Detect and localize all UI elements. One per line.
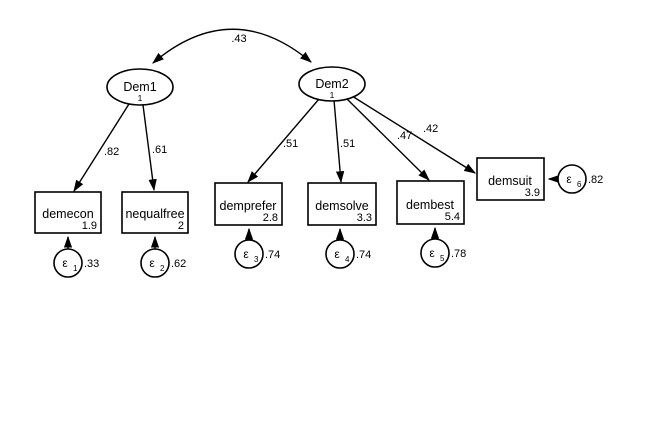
error-node-e3 xyxy=(234,239,264,269)
loading-label-demsuit: .42 xyxy=(423,123,438,135)
observed-name-demsuit: demsuit xyxy=(488,174,532,188)
error-node-e5 xyxy=(420,238,450,268)
observed-node-nequalfree xyxy=(121,191,189,234)
observed-intercept-demsuit: 3.9 xyxy=(525,187,540,199)
observed-intercept-dembest: 5.4 xyxy=(445,211,460,223)
loading-arrow-dembest xyxy=(345,97,430,181)
loading-arrow-demecon xyxy=(73,103,130,193)
loading-label-demprefer: .51 xyxy=(283,138,298,150)
observed-name-demprefer: demprefer xyxy=(220,199,277,213)
observed-intercept-demecon: 1.9 xyxy=(82,220,97,232)
observed-name-demecon: demecon xyxy=(42,207,93,221)
observed-name-nequalfree: nequalfree xyxy=(125,207,184,221)
error-variance-e3: .74 xyxy=(265,249,280,261)
latent-node-dem1 xyxy=(106,68,174,106)
error-subscript-e1: 1 xyxy=(73,264,78,273)
latent-name-dem2: Dem2 xyxy=(315,77,348,91)
latent-node-dem2 xyxy=(298,66,366,102)
observed-intercept-demprefer: 2.8 xyxy=(263,212,278,224)
error-node-e1 xyxy=(53,248,83,278)
loading-arrow-demsolve xyxy=(333,99,345,184)
error-subscript-e6: 6 xyxy=(577,180,582,189)
loading-label-demecon: .82 xyxy=(104,146,119,158)
error-variance-e5: .78 xyxy=(451,248,466,260)
observed-node-demsuit xyxy=(476,157,545,201)
error-subscript-e4: 4 xyxy=(345,255,350,264)
error-subscript-e5: 5 xyxy=(440,254,445,263)
latent-name-dem1: Dem1 xyxy=(123,80,156,94)
error-symbol-e5: ε xyxy=(429,246,435,260)
error-subscript-e2: 2 xyxy=(160,264,165,273)
observed-intercept-demsolve: 3.3 xyxy=(357,212,372,224)
error-variance-e4: .74 xyxy=(356,249,371,261)
error-subscript-e3: 3 xyxy=(254,255,259,264)
error-variance-e1: .33 xyxy=(84,258,99,270)
error-node-e4 xyxy=(325,239,355,269)
loading-label-demsolve: .51 xyxy=(340,138,355,150)
observed-name-demsolve: demsolve xyxy=(315,199,369,213)
covariance-label: .43 xyxy=(231,33,246,45)
observed-node-demecon xyxy=(34,191,102,234)
error-symbol-e1: ε xyxy=(62,256,68,270)
error-variance-e6: .82 xyxy=(588,174,603,186)
loading-arrow-nequalfree xyxy=(142,104,157,192)
error-symbol-e3: ε xyxy=(243,247,249,261)
observed-name-dembest: dembest xyxy=(406,198,454,212)
error-variance-e2: .62 xyxy=(171,258,186,270)
latent-constant-dem2: 1 xyxy=(330,90,335,100)
loading-arrow-demprefer xyxy=(247,98,320,183)
error-node-e2 xyxy=(140,248,170,278)
covariance-arrow-dem1-dem2 xyxy=(152,28,312,64)
error-node-e6 xyxy=(557,164,587,194)
observed-intercept-nequalfree: 2 xyxy=(178,220,184,232)
error-symbol-e4: ε xyxy=(334,247,340,261)
error-symbol-e6: ε xyxy=(566,172,572,186)
error-symbol-e2: ε xyxy=(149,256,155,270)
observed-node-demprefer xyxy=(214,182,283,226)
loading-arrow-demsuit xyxy=(351,95,477,174)
loading-label-nequalfree: .61 xyxy=(152,144,167,156)
loading-label-dembest: .47 xyxy=(397,130,412,142)
latent-constant-dem1: 1 xyxy=(138,93,143,103)
observed-node-demsolve xyxy=(307,182,377,226)
observed-node-dembest xyxy=(396,180,465,225)
